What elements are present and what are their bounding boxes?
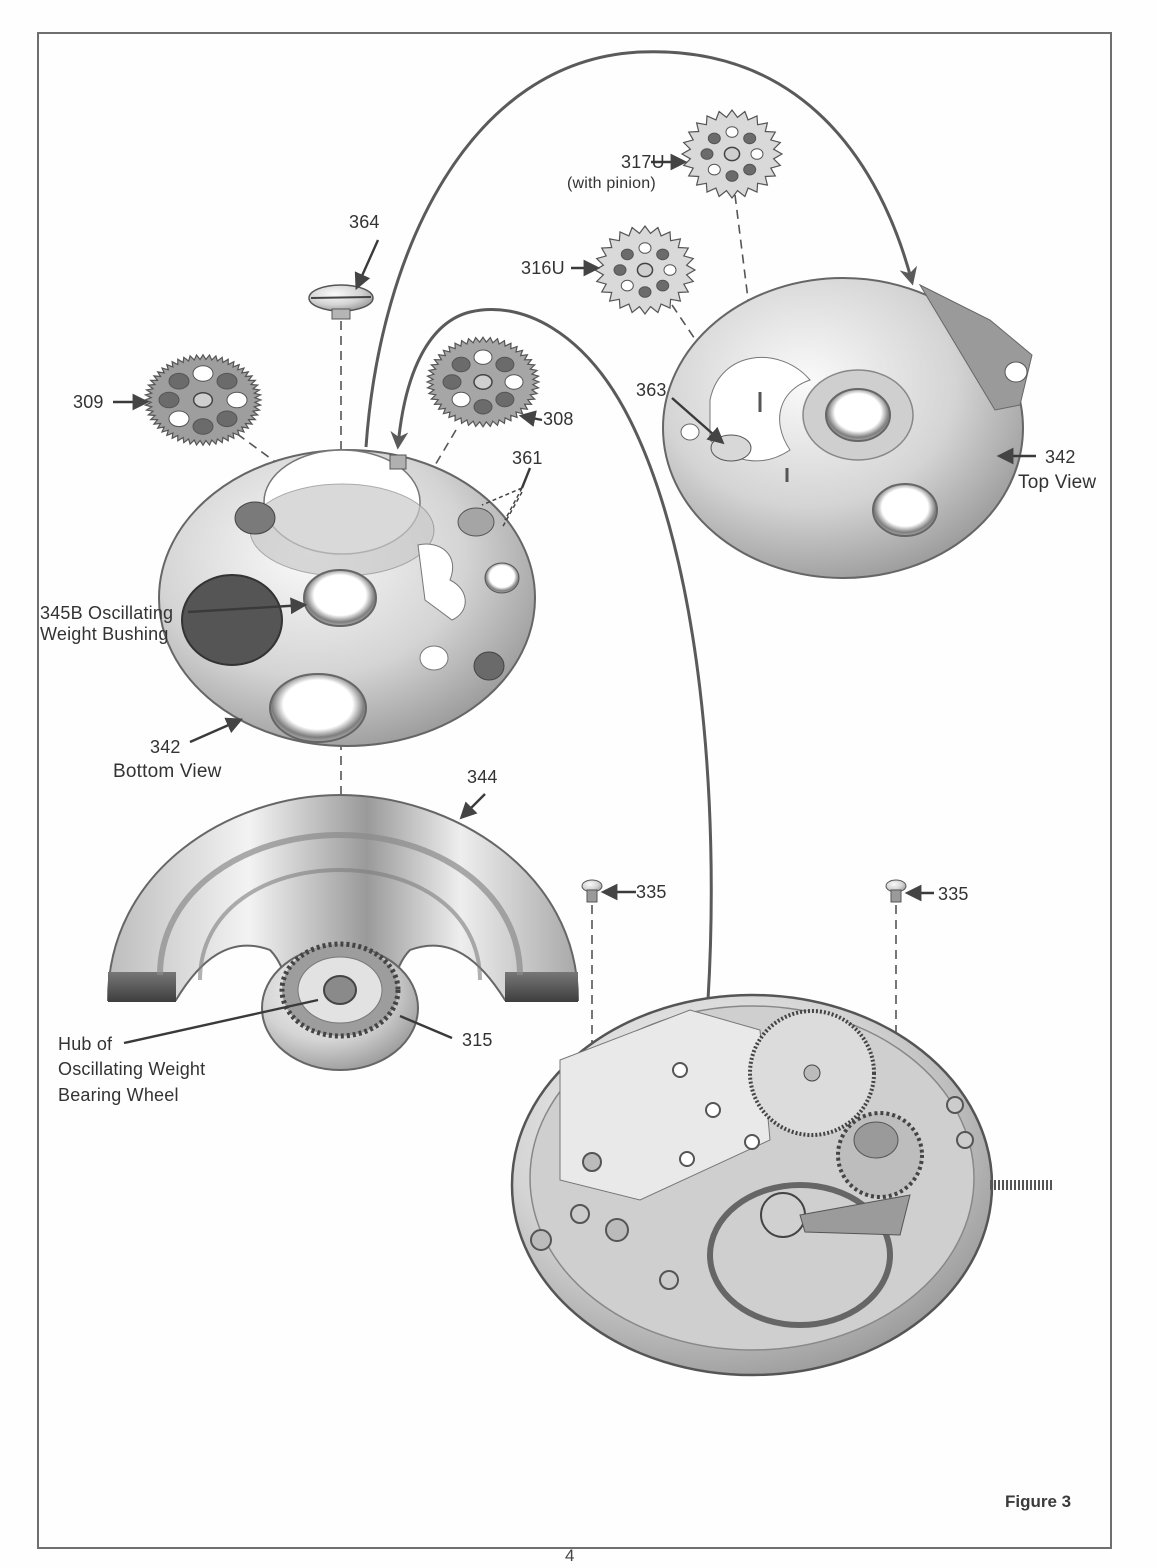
label-345b-line1: 345B Oscillating <box>40 603 174 623</box>
part-335-screw-right <box>885 879 907 903</box>
gear-hole <box>700 148 714 160</box>
gear-hole <box>451 391 471 408</box>
part-344-oscillating-weight <box>106 793 580 1002</box>
gear-hole <box>158 391 180 409</box>
label-363: 363 <box>636 380 667 400</box>
gear-hole <box>725 126 739 138</box>
page-number: 4 <box>565 1546 575 1565</box>
gear-hole <box>192 418 214 435</box>
label-361: 361 <box>512 448 543 468</box>
gear-hole <box>451 356 471 373</box>
label-364: 364 <box>349 212 380 232</box>
gear-hole <box>638 286 652 298</box>
leader-344 <box>459 793 486 820</box>
gear-hub <box>723 146 741 162</box>
gear-hole <box>620 248 634 261</box>
gear-hub <box>192 391 214 409</box>
gear-hole <box>656 279 670 292</box>
part-309-wheel <box>143 353 263 447</box>
gear-hole <box>473 399 493 415</box>
leader-315 <box>399 1014 453 1040</box>
part-335-screw-left <box>581 879 603 903</box>
gear-hole <box>656 248 670 261</box>
leader-364 <box>354 239 380 291</box>
part-315-bearing-wheel <box>261 941 419 1071</box>
leader-hub <box>123 998 319 1045</box>
gear-hole <box>226 391 248 409</box>
part-317u-gear <box>680 108 784 200</box>
part-342-bottom-view-plate <box>158 449 536 747</box>
label-309: 309 <box>73 392 104 412</box>
label-hub-line1: Hub of <box>58 1034 113 1054</box>
gear-hole <box>707 132 721 145</box>
label-335-left: 335 <box>636 882 667 902</box>
part-342-top-view-plate <box>662 277 1033 579</box>
label-317u-note: (with pinion) <box>567 175 656 192</box>
gear-hub <box>473 374 493 390</box>
label-hub-line3: Bearing Wheel <box>58 1085 179 1105</box>
gear-hole <box>663 264 677 276</box>
label-342-bottom-view: Bottom View <box>113 761 222 782</box>
leader-363 <box>671 397 725 445</box>
gear-hole <box>743 132 757 145</box>
gear-hub <box>636 262 654 278</box>
part-308-wheel <box>425 336 541 428</box>
leader-345b <box>187 597 308 615</box>
label-342-bottom-number: 342 <box>150 737 181 757</box>
gear-hole <box>743 163 757 176</box>
gear-hole <box>473 349 493 365</box>
gear-hole <box>192 365 214 382</box>
label-317u: 317U <box>621 152 665 172</box>
gear-hole <box>216 410 238 428</box>
part-364-screw <box>308 284 374 320</box>
label-342-top-number: 342 <box>1045 447 1076 467</box>
transfer-arrow-to-bottom-view <box>390 307 713 1001</box>
label-345b-line2: Weight Bushing <box>40 624 169 644</box>
label-344: 344 <box>467 767 498 787</box>
part-316u-gear <box>593 224 697 316</box>
gear-hole <box>216 372 238 390</box>
gear-hole <box>495 356 515 373</box>
leader-308 <box>518 410 543 427</box>
gear-hole <box>168 372 190 390</box>
label-342-top-view: Top View <box>1018 472 1097 493</box>
transfer-arrow-to-top-view <box>364 50 918 448</box>
leader-342-bottom <box>189 717 244 744</box>
figure-frame <box>37 32 1112 1549</box>
gear-hole <box>442 374 462 390</box>
gear-hole <box>168 410 190 428</box>
label-335-right: 335 <box>938 884 969 904</box>
label-316u: 316U <box>521 258 565 278</box>
figure-caption: Figure 3 <box>1005 1492 1072 1511</box>
gear-hole <box>707 163 721 176</box>
leader-361-branches <box>481 487 523 529</box>
label-hub-line2: Oscillating Weight <box>58 1059 206 1079</box>
gear-hole <box>725 170 739 182</box>
gear-hole <box>613 264 627 276</box>
gear-hole <box>495 391 515 408</box>
gear-hole <box>638 242 652 254</box>
watch-movement-assembly <box>510 993 1052 1377</box>
label-315: 315 <box>462 1030 493 1050</box>
gear-hole <box>750 148 764 160</box>
gear-hole <box>620 279 634 292</box>
gear-hole <box>504 374 524 390</box>
label-308: 308 <box>543 409 574 429</box>
leader-361 <box>520 467 532 489</box>
